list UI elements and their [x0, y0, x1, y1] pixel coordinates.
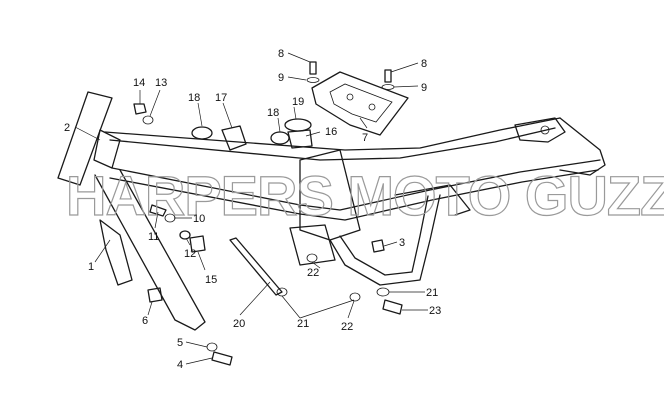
- washer-21-b: [376, 287, 390, 297]
- callout-21-right: 21: [426, 287, 438, 299]
- lower-rail-tube: [111, 159, 601, 211]
- bolt-23: [382, 299, 403, 315]
- callout-22-left: 22: [307, 267, 319, 279]
- callout-4: 4: [177, 359, 183, 371]
- bush-15: [189, 235, 206, 253]
- battery-tray: [311, 71, 409, 136]
- callout-3: 3: [399, 237, 405, 249]
- callout-1: 1: [88, 261, 94, 273]
- upper-spine-tube: [104, 117, 561, 151]
- callouts: 1 2 3 4 5 6 7 8 8 9 9 10 11 12 13 14 15 …: [64, 48, 441, 371]
- callout-18-left: 18: [188, 92, 200, 104]
- callout-14: 14: [133, 77, 145, 89]
- callout-9-left: 9: [278, 72, 284, 84]
- bolt-4: [211, 351, 233, 366]
- rubber-16: [287, 129, 313, 149]
- fasteners: [133, 61, 403, 366]
- hose-clip-18-right: [270, 131, 290, 145]
- callout-13: 13: [155, 77, 167, 89]
- callout-20: 20: [233, 318, 245, 330]
- watermark: HARPERS MOTO GUZZI©: [66, 164, 664, 227]
- rear-bracket-hole: [540, 125, 550, 135]
- callout-7: 7: [362, 132, 368, 144]
- callout-19: 19: [292, 96, 304, 108]
- callout-18-right: 18: [267, 107, 279, 119]
- nut-22-a: [306, 253, 318, 263]
- callout-8-right: 8: [421, 58, 427, 70]
- rear-bracket: [514, 117, 566, 143]
- long-bolt-20: [229, 237, 283, 296]
- callout-10: 10: [193, 213, 205, 225]
- callout-22-right: 22: [341, 321, 353, 333]
- callout-17: 17: [215, 92, 227, 104]
- callout-2: 2: [64, 122, 70, 134]
- rear-loop: [559, 117, 606, 176]
- washer-9-left: [306, 77, 320, 83]
- lower-cradle: [329, 194, 441, 286]
- callout-21-left: 21: [297, 318, 309, 330]
- leader-lines: [74, 52, 428, 365]
- callout-12: 12: [184, 248, 196, 260]
- lower-cradle-inner: [339, 195, 429, 276]
- callout-5: 5: [177, 337, 183, 349]
- nut-22-b: [349, 292, 361, 302]
- clamp-17: [221, 125, 247, 151]
- callout-23: 23: [429, 305, 441, 317]
- rear-sub-tube: [394, 184, 471, 216]
- center-cross-member: [299, 149, 361, 241]
- lower-rail-tube-inner: [109, 169, 599, 221]
- callout-6: 6: [142, 315, 148, 327]
- callout-16: 16: [325, 126, 337, 138]
- nut-6: [147, 287, 163, 303]
- washer-5: [206, 342, 218, 352]
- bolt-11: [149, 204, 167, 217]
- nut-3: [371, 239, 385, 253]
- callout-11: 11: [148, 231, 159, 243]
- upper-spine-tube-inner: [109, 127, 556, 161]
- hose-clip-18-left: [191, 126, 213, 140]
- callout-15: 15: [205, 274, 217, 286]
- spacer-12: [179, 230, 191, 240]
- callout-8-left: 8: [278, 48, 284, 60]
- bolt-8-right: [384, 69, 392, 83]
- nut-14: [133, 103, 147, 115]
- callout-9-right: 9: [421, 82, 427, 94]
- side-bracket: [289, 224, 336, 266]
- front-gusset: [99, 219, 133, 286]
- rubber-19: [284, 118, 312, 132]
- front-down-tube: [94, 169, 206, 331]
- main-frame: [57, 91, 606, 331]
- washer-9-right: [381, 84, 395, 90]
- headstock-plate: [57, 91, 113, 186]
- washer-13: [142, 115, 154, 125]
- bolt-8-left: [309, 61, 317, 75]
